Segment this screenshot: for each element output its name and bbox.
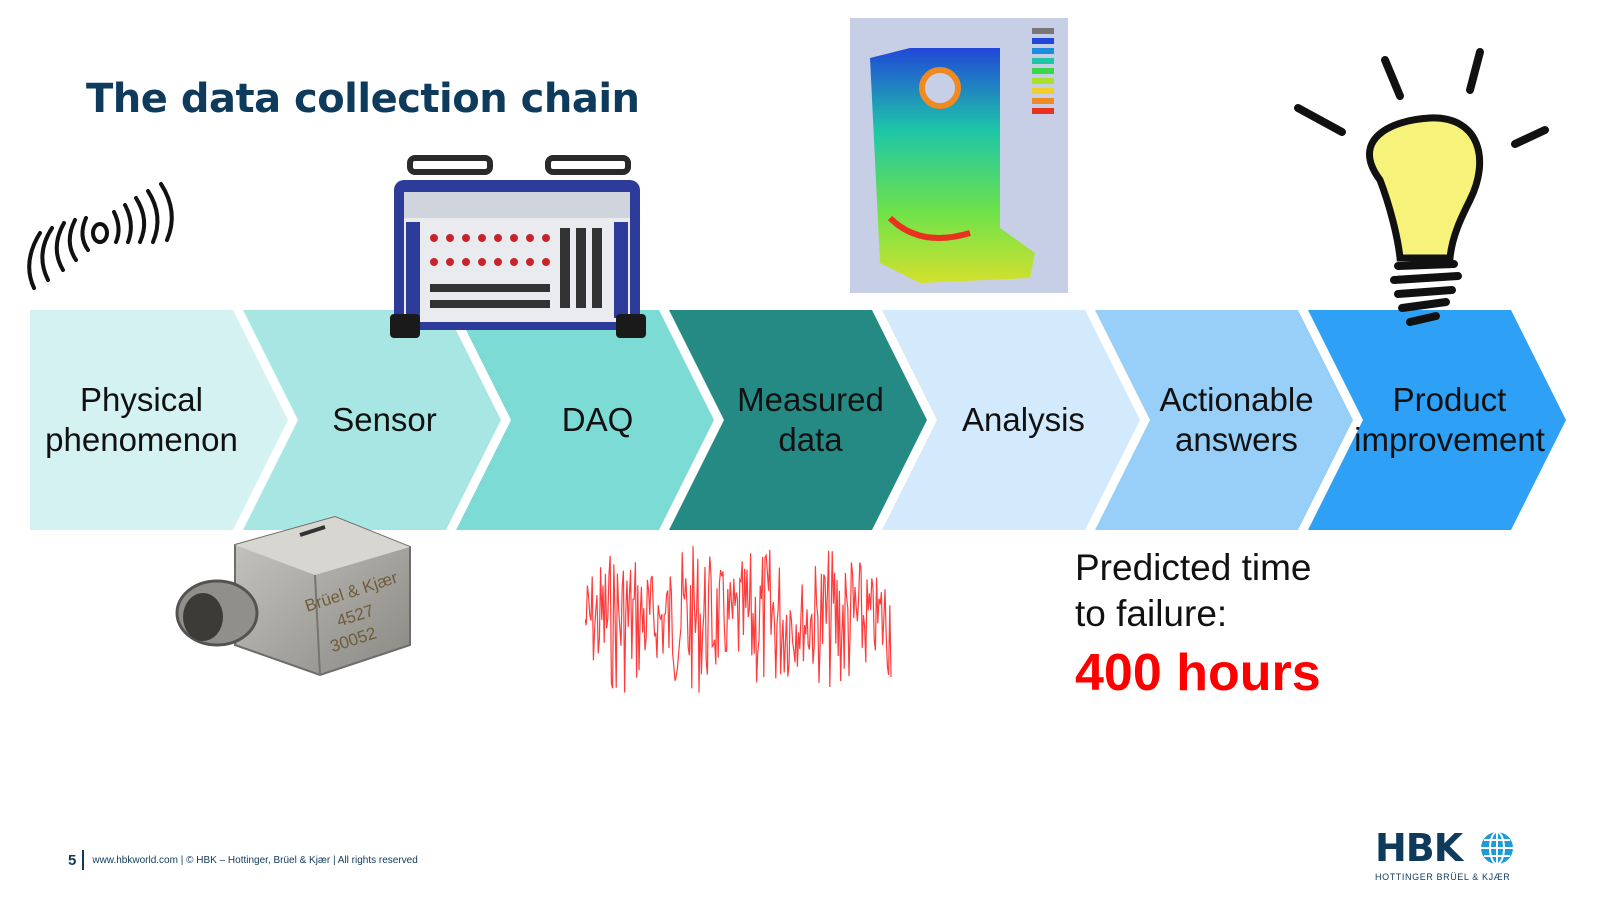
page-number: 5 bbox=[68, 851, 77, 869]
chain-step-4 bbox=[669, 310, 927, 530]
footer-text: www.hbkworld.com | © HBK – Hottinger, Br… bbox=[92, 854, 418, 866]
chain-step-label-line: Measured bbox=[737, 381, 884, 418]
chain-step-label-line: improvement bbox=[1354, 421, 1545, 458]
prediction-value: 400 hours bbox=[1075, 644, 1321, 702]
chain-step-label-line: answers bbox=[1175, 421, 1298, 458]
chain-step-2 bbox=[243, 310, 501, 530]
chain-step-7 bbox=[1308, 310, 1566, 530]
chain-step-3 bbox=[456, 310, 714, 530]
prediction-line-1: Predicted time bbox=[1075, 547, 1312, 588]
accelerometer-sensor-image: Brüel & Kjær 4527 30052 bbox=[175, 515, 411, 677]
logo-tagline: HOTTINGER BRÜEL & KJÆR bbox=[1375, 872, 1511, 882]
chain-step-label-line: DAQ bbox=[561, 401, 634, 438]
chain-step-label-line: Physical bbox=[80, 381, 203, 418]
chain-step-label-line: Analysis bbox=[962, 401, 1085, 438]
logo-text: HBK bbox=[1375, 826, 1463, 870]
chain-step-6 bbox=[1095, 310, 1353, 530]
measured-signal-waveform bbox=[585, 546, 892, 693]
chain-step-label-line: data bbox=[778, 421, 843, 458]
fea-simulation-image bbox=[850, 18, 1068, 293]
prediction-line-2: to failure: bbox=[1075, 593, 1228, 634]
chain-step-label-2: Sensor bbox=[275, 310, 495, 530]
footer-divider bbox=[82, 850, 85, 870]
globe-icon bbox=[1481, 831, 1513, 865]
chain-step-label-3: DAQ bbox=[488, 310, 708, 530]
chain-step-label-line: Sensor bbox=[332, 401, 437, 438]
prediction-block: Predicted time to failure: 400 hours bbox=[1075, 545, 1321, 703]
chain-step-label-line: Product bbox=[1392, 381, 1507, 418]
chain-step-5 bbox=[882, 310, 1140, 530]
footer: 5 www.hbkworld.com | © HBK – Hottinger, … bbox=[68, 850, 418, 870]
vibration-wave-icon bbox=[27, 182, 174, 290]
chain-step-label-5: Analysis bbox=[914, 310, 1134, 530]
chain-step-label-line: phenomenon bbox=[45, 421, 238, 458]
chain-step-label-line: Actionable bbox=[1159, 381, 1314, 418]
daq-device-image bbox=[390, 155, 646, 338]
chain-step-1 bbox=[30, 310, 288, 530]
slide-title: The data collection chain bbox=[86, 76, 640, 122]
lightbulb-icon bbox=[1294, 48, 1549, 326]
